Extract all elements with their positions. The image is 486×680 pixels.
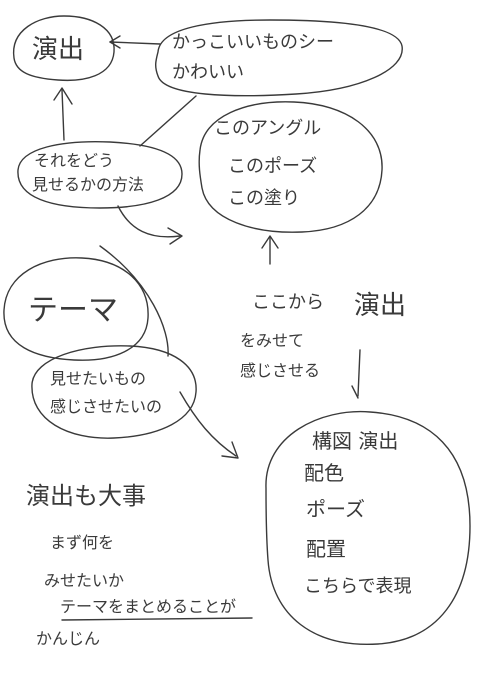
kakkoii-bubble xyxy=(155,19,403,97)
misetai-bubble xyxy=(31,345,197,439)
arrow-sore-to-enshutsu xyxy=(53,87,73,141)
sore-wo-dou-bubble xyxy=(17,141,183,209)
note-haichi: 配色 xyxy=(304,461,344,485)
enshutsu-bubble xyxy=(13,15,115,82)
note-pose: ポーズ xyxy=(306,497,365,521)
note-kozu-enshutsu: 構図 演出 xyxy=(312,429,398,453)
note-wo-misete: をみせて xyxy=(240,331,304,350)
theme-bubble xyxy=(3,257,149,361)
arrow-sore-to-kakkoii xyxy=(139,95,197,147)
note-kawaii: かわいい xyxy=(172,62,244,83)
arrow-kakkoii-to-enshutsu xyxy=(109,35,161,49)
note-kanjisaseru: 感じさせる xyxy=(240,361,320,380)
underline-bottom-4 xyxy=(61,617,253,621)
arrow-down-to-kozu xyxy=(351,349,361,399)
arc-stroke xyxy=(99,245,169,357)
note-kore-kara: ここから xyxy=(252,292,324,313)
note-bottom-1: 演出も大事 xyxy=(26,482,146,510)
note-misetai-2: 感じさせたいの xyxy=(50,397,162,416)
note-misetai-1: 見せたいもの xyxy=(50,369,146,388)
note-kochira-kaku: こちらで表現 xyxy=(304,576,411,597)
note-kono-angle: このアングル xyxy=(214,118,321,139)
note-kono-pose: このポーズ xyxy=(228,156,317,177)
arrow-sore-to-angle xyxy=(117,205,183,245)
kozu-bubble xyxy=(265,410,471,646)
note-haishoku: 配置 xyxy=(306,537,346,561)
note-bottom-3: みせたいか xyxy=(44,571,124,590)
note-kakkoii: かっこいいものシー xyxy=(172,32,334,53)
note-bottom-2: まず何を xyxy=(50,533,114,552)
arrow-up-to-angle xyxy=(261,235,279,265)
note-kono-nuri: この塗り xyxy=(228,187,300,209)
note-kore-kara-enshutsu: 演出 xyxy=(354,291,406,321)
note-sore-wo-dou-1: それをどう xyxy=(34,151,114,170)
note-enshutsu: 演出 xyxy=(32,35,84,65)
note-bottom-5: かんじん xyxy=(36,629,100,648)
note-bottom-4: テーマをまとめることが xyxy=(60,597,236,616)
kono-angle-bubble xyxy=(198,101,383,233)
note-sore-wo-dou-2: 見せるかの方法 xyxy=(32,175,144,194)
note-theme: テーマ xyxy=(28,293,118,328)
arrow-misetai-to-kozu xyxy=(179,391,239,459)
